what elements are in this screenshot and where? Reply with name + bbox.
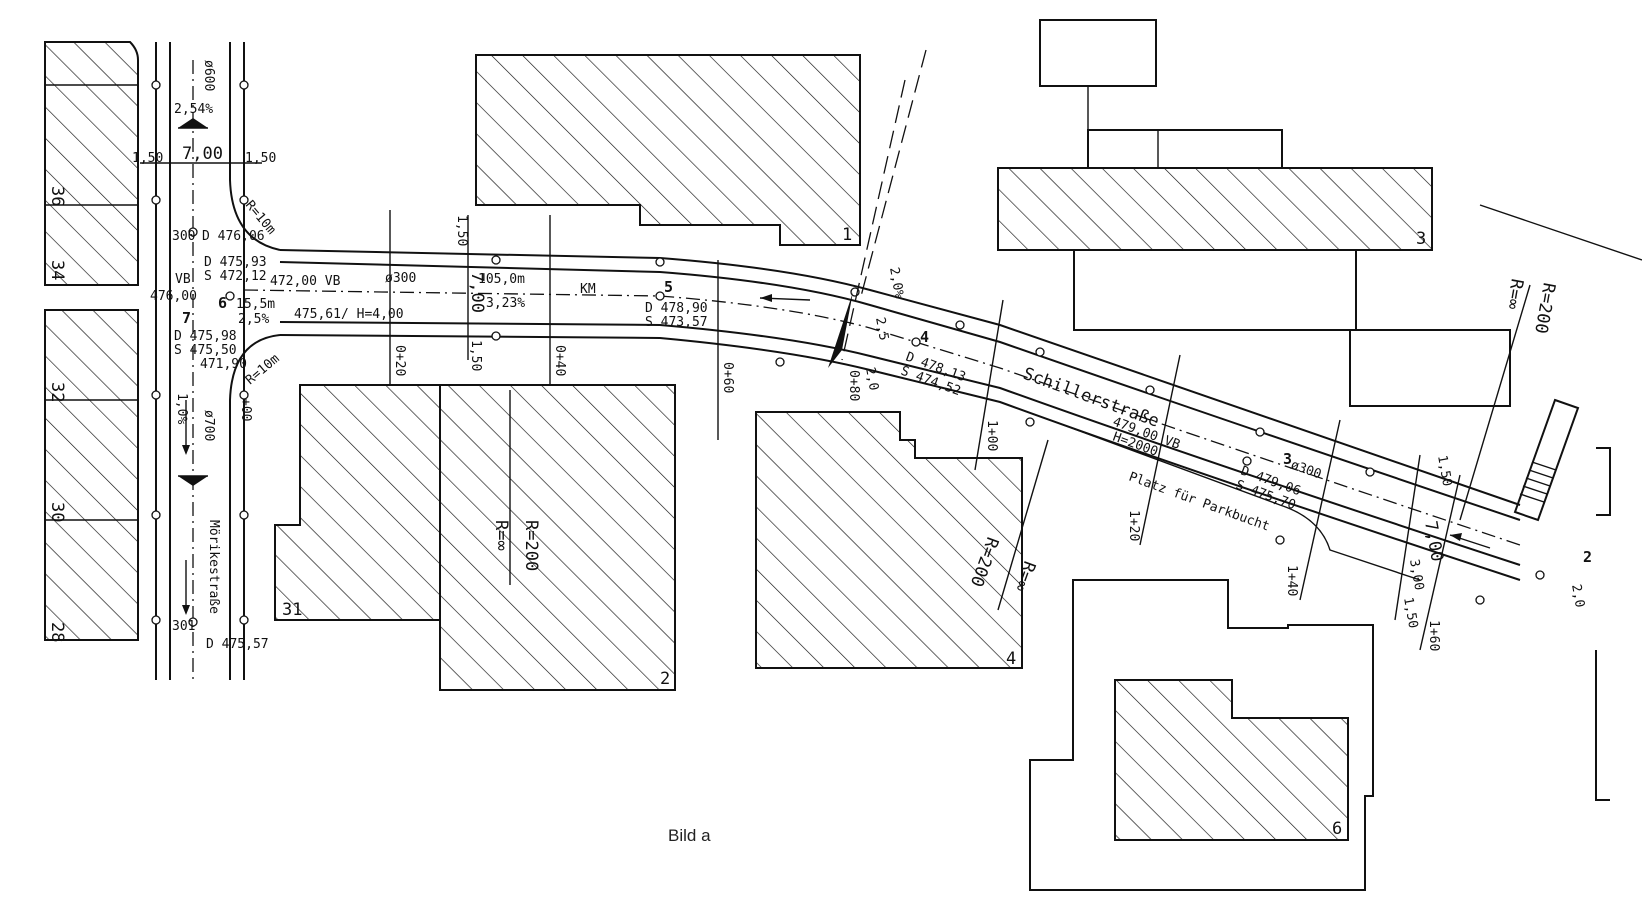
station-080: 0+80 (846, 370, 861, 401)
building-3 (997, 167, 1433, 251)
shaft-300-number: 300 (172, 229, 195, 244)
slope-254-label: 2,54% (174, 102, 213, 117)
slope-20-label-c: 2,0 (1568, 583, 1587, 609)
station-lines: 0+20 0+40 0+60 0+80 1+00 1+20 1+40 1+60 (389, 210, 1461, 651)
shaft-7-number: 7 (182, 309, 191, 327)
pipe-300-upper: ø300 (385, 271, 416, 286)
outline-right (1349, 329, 1511, 407)
figure-caption: Bild a (668, 826, 711, 845)
building-1 (475, 54, 861, 246)
shaft-sole-47357: S 473,57 (645, 315, 708, 330)
width-150-e: 1,50 (1434, 454, 1454, 487)
cross-section-dimensions: 1,50 7,00 1,50 1,50 7,00 3,00 1,50 (454, 215, 1454, 630)
shaft-lid-47593: D 475,93 (204, 255, 267, 270)
building-36-34 (44, 41, 139, 286)
slope-25-label: 2,5% (238, 312, 269, 327)
parcel-6-label: 6 (1332, 819, 1342, 839)
stair-element (1513, 398, 1580, 522)
outline-far-right-low (1595, 650, 1610, 801)
shaft-sole-47212: S 472,12 (204, 269, 267, 284)
width-150-c: 1,50 (454, 215, 469, 246)
width-700-b: 7,00 (467, 272, 487, 313)
outline-mid (1087, 129, 1283, 169)
length-155-label: 15,5m (236, 297, 275, 312)
building-4 (755, 411, 1023, 669)
parcel-31-label: 31 (282, 600, 302, 620)
radius-inf-a: R=∞ (491, 520, 511, 551)
radius-200-a: R=200 (521, 520, 541, 571)
shaft-5-number: 5 (664, 278, 673, 296)
shaft-lid-47890: D 478,90 (645, 301, 708, 316)
outline-under-3 (1073, 249, 1357, 331)
width-700-c: 7,00 (1420, 519, 1447, 563)
station-040: 0+40 (552, 345, 567, 376)
pipe-600-label: ø600 (201, 60, 216, 91)
length-105-label: 105,0m (478, 272, 525, 287)
pipe-300-lower: ø300 (1289, 458, 1324, 483)
parcel-30-label: 30 (47, 502, 67, 522)
building-2 (439, 384, 676, 691)
width-150-right: 1,50 (245, 151, 276, 166)
vb-47200-label: 472,00 VB (270, 274, 341, 289)
height-47561-label: 475,61/ H=4,00 (294, 307, 404, 322)
width-700: 7,00 (182, 144, 223, 164)
shaft-6-number: 6 (218, 294, 227, 312)
slope-25b-label: 2,5 (872, 316, 891, 342)
outline-6 (1029, 579, 1374, 891)
station-160: 1+60 (1426, 620, 1441, 651)
width-150-f: 1,50 (1400, 596, 1420, 629)
width-150-d: 1,50 (468, 340, 483, 371)
shaft-301-number: 301 (172, 619, 195, 634)
outline-top (1039, 19, 1157, 87)
km-label: KM (580, 282, 596, 297)
radius-200-c: R=200 (1530, 281, 1559, 335)
parcel-28-label: 28 (47, 622, 67, 642)
parcel-36-label: 36 (47, 186, 67, 206)
parcel-2-label: 2 (660, 669, 670, 689)
height-476-label: 476,00 (150, 289, 197, 304)
shaft-300-lid: D 476,06 (202, 229, 265, 244)
station-100: 1+00 (984, 420, 999, 451)
building-32-28 (44, 309, 139, 641)
moerike-street: Mörikestraße ø600 ø700 2,54% 1,0% 1,50 7… (132, 42, 283, 680)
shaft-3-number: 3 (1283, 450, 1292, 468)
vb-label: VB (175, 272, 191, 287)
left-parcels: 36 34 32 30 28 (44, 41, 139, 642)
parcel-1-label: 1 (842, 225, 852, 245)
building-6 (1114, 679, 1349, 841)
slope-10-label: 1,0% (174, 393, 189, 424)
moerike-street-name: Mörikestraße (206, 520, 221, 614)
slope-20-label-b: 2,0 (862, 366, 881, 392)
width-300-label: 3,00 (1406, 558, 1426, 591)
station-020: 0+20 (392, 345, 407, 376)
slope-323-label: 3,23% (486, 296, 525, 311)
shaft-301-lid: D 475,57 (206, 637, 269, 652)
junction-labels: VB 476,00 D 475,93 S 472,12 472,00 VB 7 … (150, 255, 404, 372)
shaft-4-number: 4 (920, 328, 929, 346)
parcel-34-label: 34 (47, 260, 67, 280)
height-47190-label: 471,90 (200, 357, 247, 372)
outline-far-right (1596, 447, 1611, 516)
station-000-label: +00 (238, 398, 253, 421)
station-140: 1+40 (1284, 565, 1299, 596)
shaft-2-number: 2 (1583, 548, 1592, 566)
parcel-4-label: 4 (1006, 649, 1016, 669)
station-060: 0+60 (720, 362, 735, 393)
building-31 (274, 384, 441, 621)
radius-inf-c: R=∞ (1502, 277, 1527, 311)
parcel-32-label: 32 (47, 382, 67, 402)
pipe-700-label: ø700 (201, 410, 216, 441)
station-120: 1+20 (1126, 510, 1141, 541)
radius-10-lower: R=10m (243, 351, 283, 388)
parcel-3-label: 3 (1416, 229, 1426, 249)
shaft-lid-47598: D 475,98 (174, 329, 237, 344)
width-150-left: 1,50 (132, 151, 163, 166)
shaft-sole-47550: S 475,50 (174, 343, 237, 358)
buildings: 1 2 31 4 3 6 (274, 19, 1611, 891)
slope-20-label-a: 2,0% (886, 266, 906, 300)
